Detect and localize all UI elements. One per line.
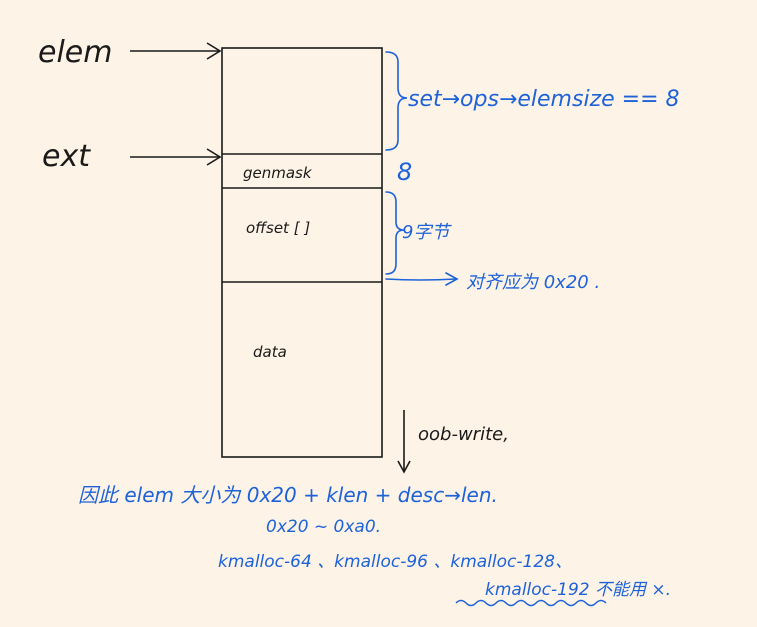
struct-outline [221,47,383,458]
note-size-range: 0x20 ~ 0xa0. [266,517,381,537]
oob-arrow-head [397,460,411,474]
ext-label: ext [42,139,91,174]
brace-offset [385,191,405,275]
align-annotation: 对齐应为 0x20 . [466,272,600,293]
note-kmalloc-caches: kmalloc-64 、kmalloc-96 、kmalloc-128、 [218,552,572,572]
genmask-size-annotation: 8 [397,158,412,186]
set-ops-annotation: set→ops→elemsize == 8 [408,87,680,112]
memory-layout-box [221,47,383,458]
note-kmalloc-192-unusable: kmalloc-192 不能用 ×. [485,580,671,600]
oob-write-label: oob-write, [418,424,509,445]
data-label: data [253,343,287,361]
offset-size-annotation: 9字节 [402,222,452,243]
align-arrow-shaft [385,278,457,281]
ext-arrow-head [206,148,222,166]
ext-pointer: ext [42,139,222,174]
wavy-underline [455,599,607,607]
offset-label: offset [ ] [246,219,310,237]
brace-elemsize [385,51,408,151]
note-elem-size: 因此 elem 大小为 0x20 + klen + desc→len. [78,483,498,507]
genmask-label: genmask [243,164,313,182]
elem-pointer: elem [38,35,222,70]
align-arrow-head [445,272,459,286]
oob-write-arrow [397,410,411,474]
elem-arrow-head [206,42,222,60]
right-annotations [385,51,459,286]
elem-label: elem [38,35,112,70]
